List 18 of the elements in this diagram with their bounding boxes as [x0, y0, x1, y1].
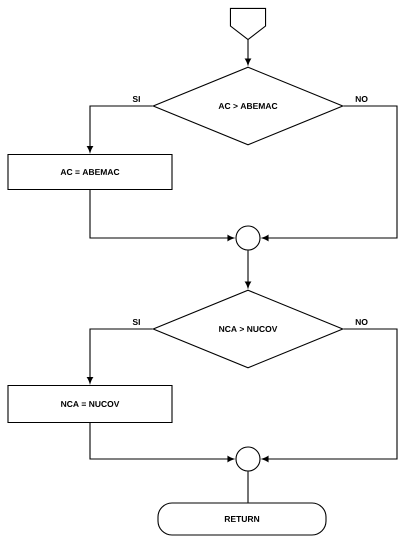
arrow [89, 423, 234, 462]
arrow [87, 105, 152, 153]
offpage-connector [230, 8, 266, 40]
arrow [244, 250, 252, 288]
terminal-box: RETURN [157, 502, 327, 536]
edge-label: NO [356, 319, 368, 325]
edge-label: SI [132, 319, 140, 325]
connector-circle [235, 446, 261, 472]
arrow [89, 190, 234, 242]
edge-label: NO [356, 96, 368, 102]
arrow [87, 328, 152, 384]
process-box: AC = ABEMAC [7, 154, 173, 190]
edge-label: SI [132, 96, 140, 102]
connector-circle [235, 225, 261, 251]
arrow [262, 105, 398, 242]
arrow [244, 40, 252, 66]
arrow [262, 328, 398, 462]
process-box: NCA = NUCOV [7, 384, 173, 424]
